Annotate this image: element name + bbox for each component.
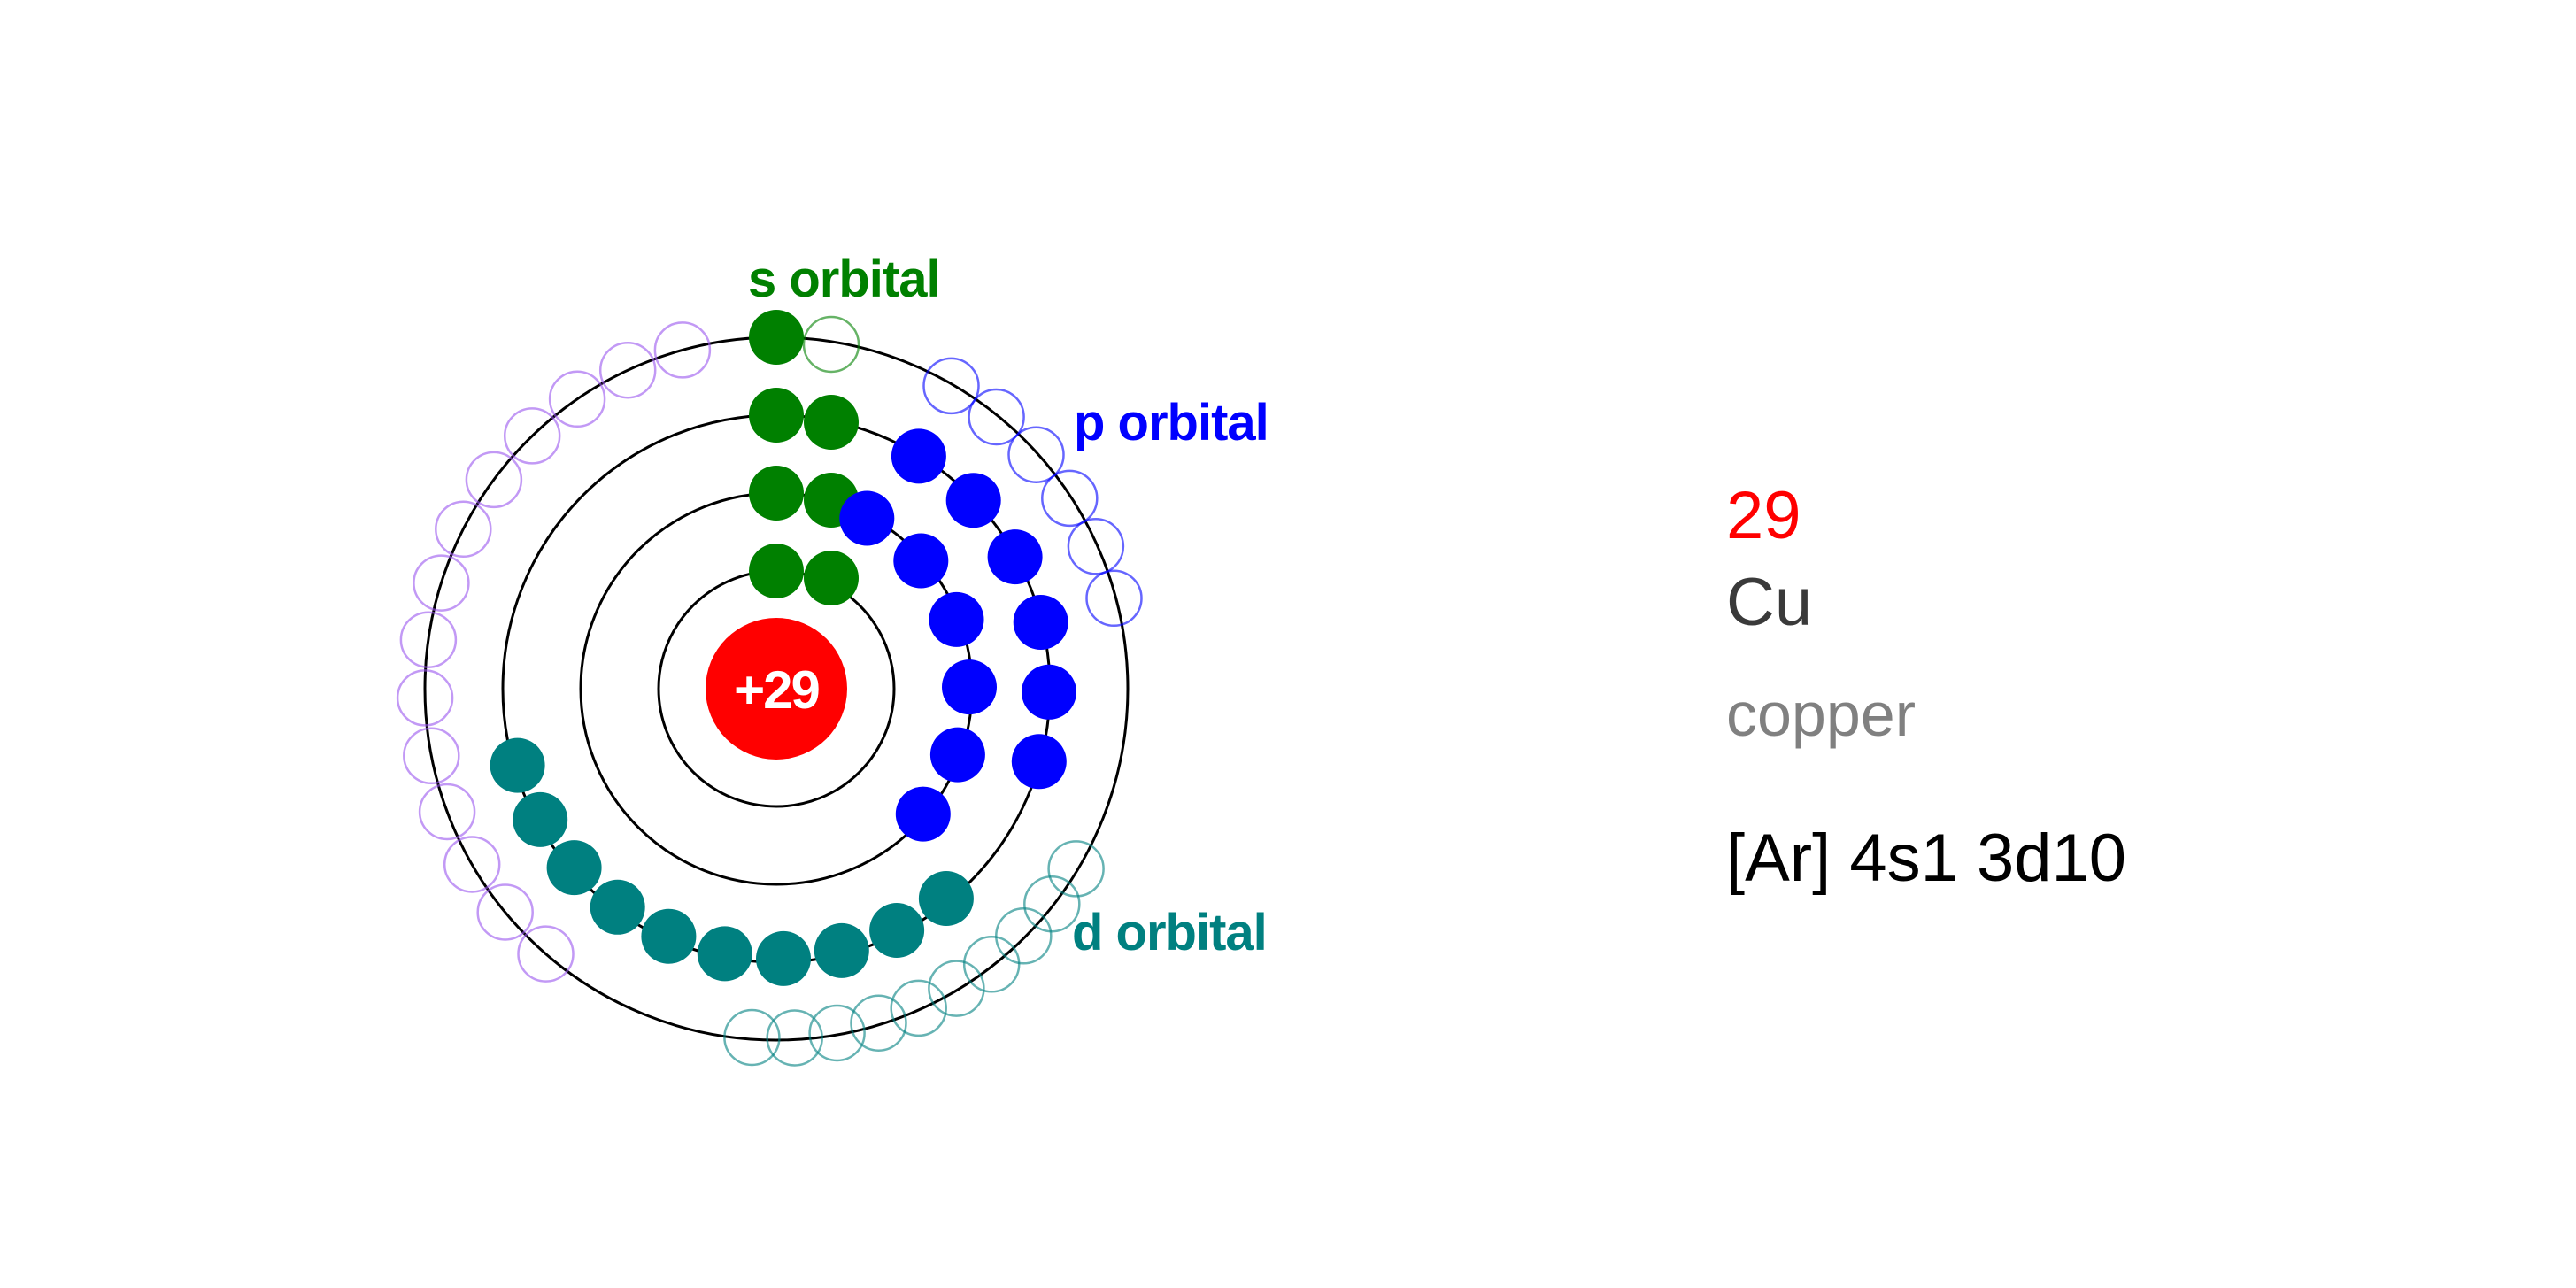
- d-electron-filled: [756, 930, 811, 986]
- p-electron-empty: [1067, 518, 1125, 575]
- p-electron-filled: [1013, 595, 1068, 650]
- element-symbol: Cu: [1726, 565, 1813, 640]
- p-electron-empty: [968, 388, 1025, 446]
- p-electron-filled: [1022, 664, 1076, 720]
- f-electron-empty: [503, 407, 561, 465]
- d-electron-empty: [890, 979, 947, 1037]
- p-electron-filled: [945, 473, 1001, 528]
- p-orbital-label: p orbital: [1074, 394, 1269, 451]
- d-electron-empty: [723, 1008, 781, 1067]
- f-electron-empty: [399, 611, 458, 668]
- d-electron-empty: [962, 936, 1021, 993]
- atomic-number: 29: [1726, 478, 1801, 553]
- p-electron-filled: [987, 529, 1043, 585]
- nucleus-charge-label: +29: [734, 660, 819, 720]
- element-name: copper: [1726, 680, 1917, 749]
- d-electron-empty: [808, 1004, 866, 1062]
- d-electron-empty: [928, 960, 985, 1017]
- d-orbital-label: d orbital: [1072, 904, 1267, 961]
- d-electron-filled: [641, 908, 697, 964]
- p-electron-empty: [922, 357, 980, 415]
- p-electron-filled: [839, 490, 895, 546]
- f-electron-empty: [403, 727, 460, 785]
- p-electron-filled: [895, 786, 951, 842]
- d-electron-filled: [590, 879, 645, 935]
- s-electron-filled: [804, 395, 859, 450]
- d-electron-filled: [869, 903, 925, 958]
- p-electron-filled: [942, 659, 997, 715]
- electron-configuration: [Ar] 4s1 3d10: [1726, 821, 2127, 896]
- f-electron-empty: [598, 341, 657, 399]
- d-electron-empty: [995, 907, 1053, 965]
- d-electron-empty: [850, 994, 907, 1052]
- p-electron-filled: [1011, 734, 1067, 790]
- p-electron-filled: [893, 533, 949, 589]
- f-electron-empty: [653, 321, 712, 379]
- p-electron-empty: [1085, 569, 1143, 628]
- p-electron-filled: [929, 727, 985, 783]
- p-electron-empty: [1007, 426, 1065, 483]
- s-electron-filled: [749, 310, 804, 365]
- d-electron-filled: [513, 791, 568, 847]
- s-electron-filled: [749, 466, 804, 521]
- f-electron-empty: [517, 925, 575, 983]
- p-electron-empty: [1041, 469, 1099, 528]
- f-electron-empty: [443, 836, 501, 893]
- nucleus: [706, 618, 847, 760]
- d-electron-empty: [766, 1009, 823, 1067]
- f-electron-empty: [396, 669, 454, 727]
- s-electron-empty: [802, 315, 860, 374]
- electrons: [396, 310, 1143, 1067]
- f-electron-empty: [435, 500, 492, 559]
- d-electron-filled: [490, 737, 545, 793]
- f-electron-empty: [548, 370, 606, 428]
- d-electron-filled: [697, 926, 752, 982]
- d-electron-empty: [1047, 840, 1105, 898]
- f-electron-empty: [476, 883, 534, 941]
- f-electron-empty: [418, 783, 476, 841]
- d-electron-filled: [918, 871, 974, 926]
- d-electron-empty: [1023, 875, 1081, 933]
- f-electron-empty: [413, 554, 470, 612]
- p-electron-filled: [929, 591, 984, 647]
- d-electron-filled: [814, 922, 869, 978]
- s-electron-filled: [749, 544, 804, 598]
- s-orbital-label: s orbital: [748, 251, 940, 308]
- d-electron-filled: [546, 840, 602, 896]
- s-electron-filled: [804, 551, 859, 605]
- s-electron-filled: [749, 388, 804, 443]
- p-electron-filled: [891, 428, 946, 484]
- f-electron-empty: [465, 451, 523, 509]
